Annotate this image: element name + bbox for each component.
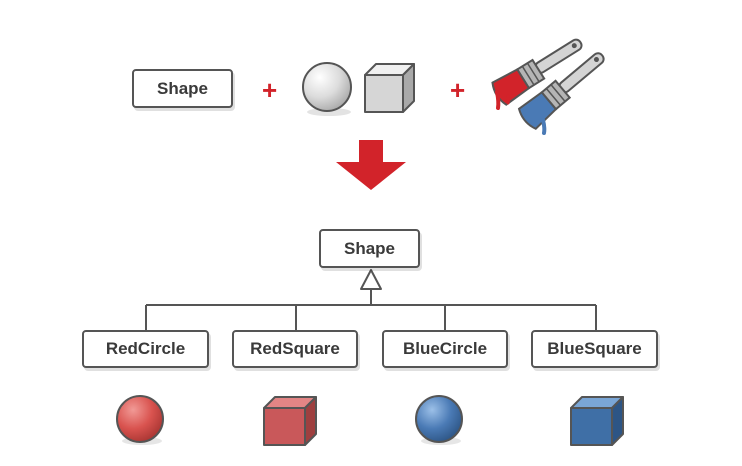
red-circle-label: RedCircle xyxy=(105,339,186,358)
shape-label-top: Shape xyxy=(156,78,209,98)
red-paintbrush-icon xyxy=(491,38,583,106)
blue-cube-icon xyxy=(570,396,624,446)
blue-paintbrush-icon xyxy=(517,52,605,130)
blue-square-label: BlueSquare xyxy=(547,339,642,358)
plus-sign-2: + xyxy=(450,75,466,105)
down-arrow-icon xyxy=(336,140,406,190)
red-circle-icon xyxy=(116,395,164,445)
blue-circle-icon xyxy=(415,395,463,445)
red-square-box: RedSquare xyxy=(232,330,358,368)
inheritance-connectors xyxy=(145,290,597,330)
inheritance-triangle-icon xyxy=(360,269,382,290)
red-circle-box: RedCircle xyxy=(82,330,209,368)
blue-circle-box: BlueCircle xyxy=(382,330,508,368)
plus-sign-1: + xyxy=(262,75,278,105)
blue-square-box: BlueSquare xyxy=(531,330,658,368)
red-square-label: RedSquare xyxy=(250,339,340,358)
gray-sphere-icon xyxy=(302,62,352,116)
shape-box-top: Shape xyxy=(132,69,233,108)
blue-circle-label: BlueCircle xyxy=(402,339,488,358)
shape-box-parent: Shape xyxy=(319,229,420,268)
red-cube-icon xyxy=(263,396,317,446)
shape-label-parent: Shape xyxy=(343,238,396,258)
gray-cube-icon xyxy=(364,63,415,113)
